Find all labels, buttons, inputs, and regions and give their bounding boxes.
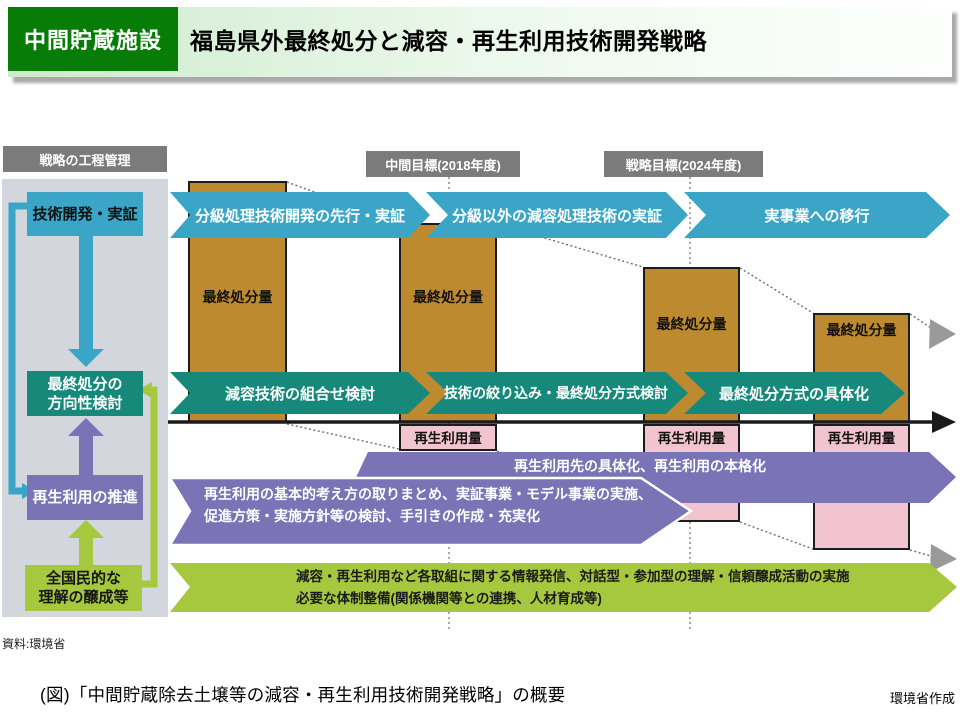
tech-to-recycle-connector [8, 202, 27, 495]
header-badge: 中間貯蔵施設 [8, 7, 178, 71]
purple-banner-late-label: 再生利用先の具体化、再生利用の本格化 [514, 458, 766, 474]
tech-down-arrowhead-icon [68, 349, 104, 367]
sidebar-item-disposal-direction: 最終処分の 方向性検討 [27, 371, 143, 416]
disposal-trend-arrowhead-icon [929, 319, 956, 349]
green-banner [170, 563, 957, 612]
recycle-volume-label-3: 再生利用量 [827, 431, 896, 446]
sidebar-item-tech-development: 技術開発・実証 [27, 192, 143, 236]
figure-caption: (図)「中間貯蔵除去土壌等の減容・再生利用技術開発戦略」の概要 [40, 685, 566, 705]
blue-arrow-phase-2 [426, 192, 688, 238]
teal-arrow-phase-2 [426, 372, 688, 414]
public-up-arrowhead-icon [68, 520, 104, 538]
recycle-trend-arrowhead-icon [930, 544, 957, 572]
teal-arrow-phase-3-label: 最終処分方式の具体化 [718, 385, 869, 403]
recycle-up-arrowhead-icon [68, 418, 104, 436]
teal-arrow-phase-1 [170, 372, 430, 414]
public-to-disposal-connector [142, 386, 158, 588]
blue-arrow-phase-1-label: 分級処理技術開発の先行・実証 [194, 207, 405, 225]
public-to-disposal-arrowhead-icon [138, 382, 152, 398]
teal-arrow-phase-3 [684, 372, 905, 414]
public-up-arrow-stem [79, 537, 93, 567]
timeline-axis-arrowhead-icon [932, 411, 956, 433]
disposal-volume-label-3: 最終処分量 [656, 316, 727, 332]
mid-goal-label: 中間目標(2018年度) [366, 151, 520, 177]
recycle-up-arrow-stem [79, 434, 93, 476]
sidebar-item-public-understanding: 全国民的な 理解の醸成等 [25, 565, 142, 611]
disposal-volume-label-2: 最終処分量 [413, 289, 483, 305]
process-management-label: 戦略の工程管理 [3, 146, 167, 172]
page-title: 福島県外最終処分と減容・再生利用技術開発戦略 [190, 28, 707, 54]
recycle-volume-label-1: 再生利用量 [414, 431, 482, 446]
recycle-volume-label-2: 再生利用量 [657, 431, 726, 446]
purple-banner-main [167, 476, 694, 547]
disposal-volume-label-1: 最終処分量 [202, 289, 273, 305]
blue-arrow-phase-3 [684, 192, 950, 238]
tech-down-arrow-stem [79, 236, 93, 350]
purple-banner-main-label: 再生利用の基本的考え方の取りまとめ、実証事業・モデル事業の実施、 促進方策・実施… [204, 486, 652, 524]
sidebar-item-recycle-promotion: 再生利用の推進 [27, 475, 143, 520]
recycle-volume-box-1 [399, 424, 497, 451]
disposal-volume-label-4: 最終処分量 [826, 322, 897, 338]
credit-note: 環境省作成 [889, 691, 955, 706]
blue-arrow-phase-1 [170, 192, 430, 238]
teal-arrow-phase-2-label: 技術の絞り込み・最終処分方式検討 [444, 385, 668, 401]
teal-arrow-phase-1-label: 減容技術の組合せ検討 [224, 385, 375, 403]
strategic-goal-label: 戦略目標(2024年度) [604, 151, 763, 177]
blue-arrow-phase-2-label: 分級以外の減容処理技術の実証 [451, 207, 662, 225]
blue-arrow-phase-3-label: 実事業への移行 [764, 207, 870, 225]
source-note: 資料:環境省 [2, 637, 66, 651]
green-banner-label: 減容・再生利用など各取組に関する情報発信、対話型・参加型の理解・信頼醸成活動の実… [296, 569, 850, 606]
